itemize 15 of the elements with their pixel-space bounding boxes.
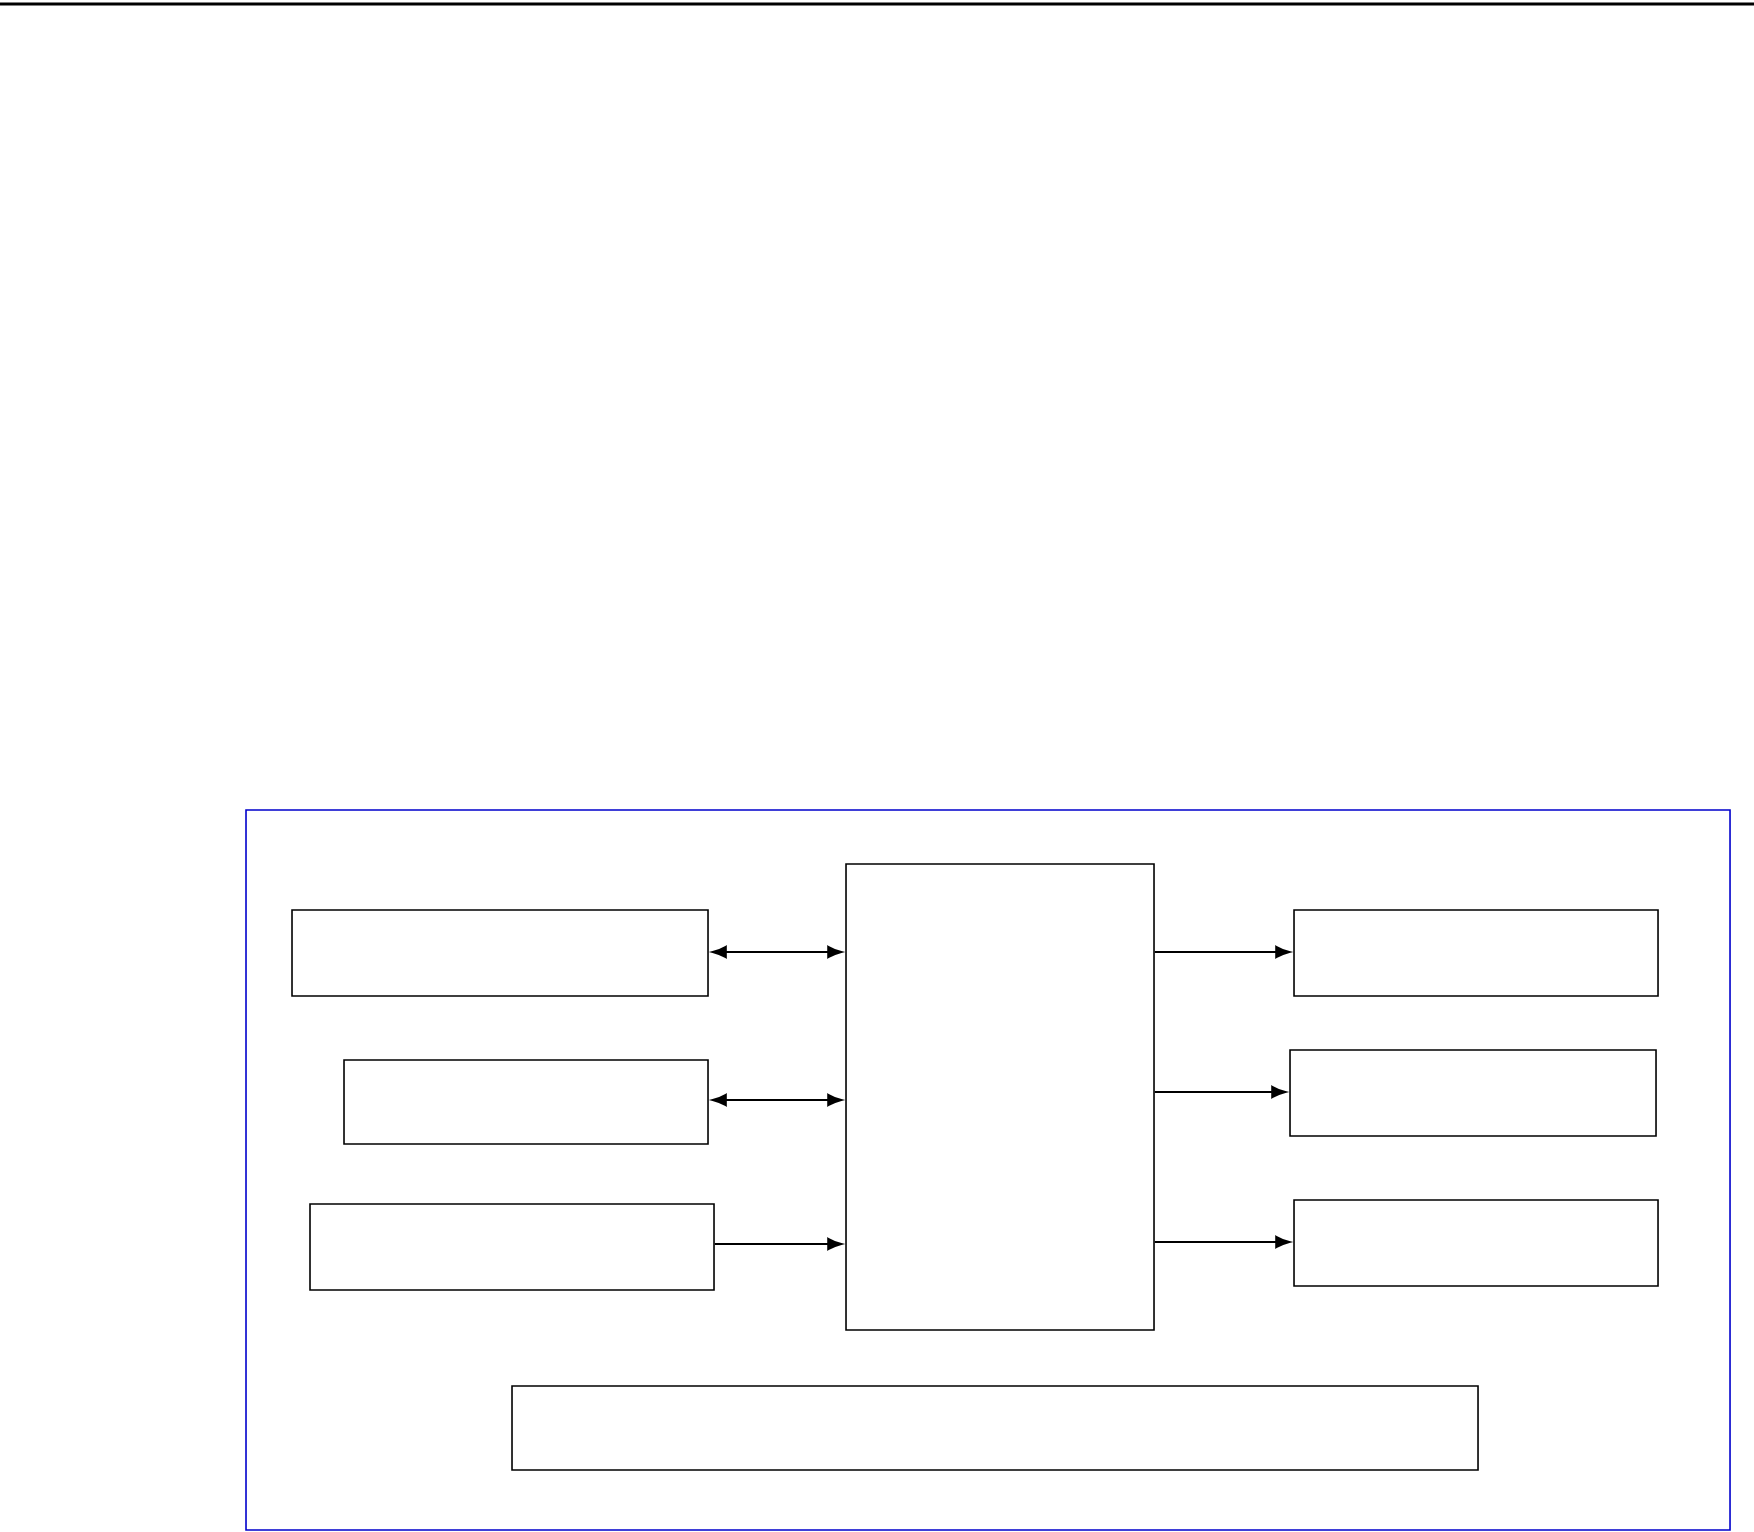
arrow — [711, 945, 843, 959]
block-box — [1293, 909, 1659, 997]
arrow — [1153, 1235, 1291, 1249]
block-box — [343, 1059, 709, 1145]
block-box — [1293, 1199, 1659, 1287]
central-box — [845, 863, 1155, 1331]
arrow — [1153, 945, 1291, 959]
block-box — [1289, 1049, 1657, 1137]
arrow — [1153, 1085, 1287, 1099]
block-box — [309, 1203, 715, 1291]
block-box — [511, 1385, 1479, 1471]
arrow — [713, 1237, 843, 1251]
block-box — [291, 909, 709, 997]
outer-frame — [245, 809, 1731, 1531]
arrow — [711, 1093, 843, 1107]
